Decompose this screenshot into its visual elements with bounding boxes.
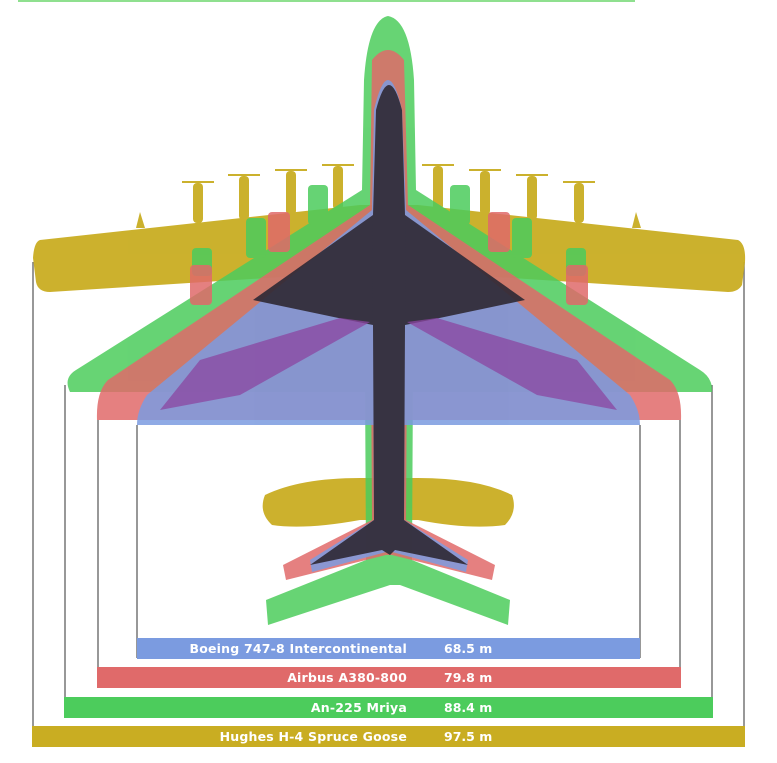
wing-overlap-purple xyxy=(160,318,617,410)
aircraft-name-label: Hughes H-4 Spruce Goose xyxy=(219,729,407,744)
wingspan-value: 68.5 m xyxy=(444,641,493,656)
wingspan-value: 88.4 m xyxy=(444,700,493,715)
wingspan-value: 97.5 m xyxy=(444,729,493,744)
bar-an-225: An-225 Mriya 88.4 m xyxy=(64,697,713,718)
bar-boeing-747: Boeing 747-8 Intercontinental 68.5 m xyxy=(137,638,640,659)
wingspan-value: 79.8 m xyxy=(444,670,493,685)
aircraft-name-label: An-225 Mriya xyxy=(310,700,407,715)
overlap-core xyxy=(253,85,525,565)
bar-airbus-a380: Airbus A380-800 79.8 m xyxy=(97,667,681,688)
top-border-line xyxy=(18,0,635,2)
dimension-lines xyxy=(32,262,745,746)
aircraft-name-label: Airbus A380-800 xyxy=(287,670,407,685)
aircraft-name-label: Boeing 747-8 Intercontinental xyxy=(189,641,407,656)
bar-hughes-h4: Hughes H-4 Spruce Goose 97.5 m xyxy=(32,726,745,747)
